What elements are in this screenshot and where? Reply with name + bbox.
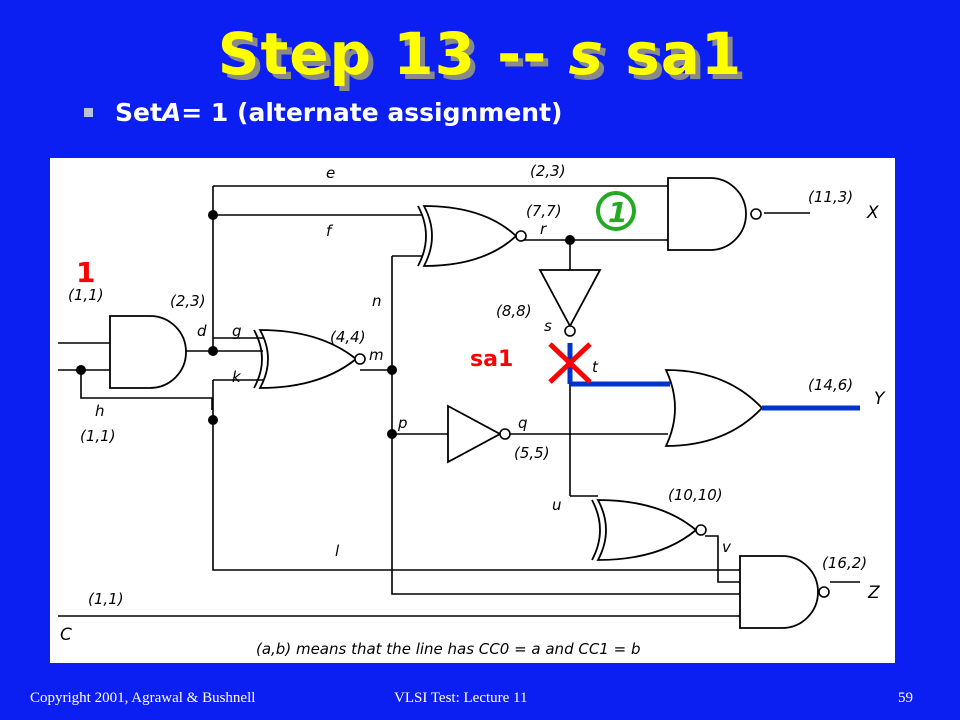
wire-v: [705, 535, 740, 583]
label-d: d: [197, 322, 207, 340]
footer-page-number: 59: [898, 690, 913, 706]
bubble-nand-x: [750, 208, 762, 220]
inverter-q: [447, 404, 502, 464]
bullet-item: Set A = 1 (alternate assignment): [84, 98, 562, 127]
label-l: l: [335, 542, 340, 560]
nor-gate-v-xor-line: [591, 499, 601, 561]
junction-dot: [387, 429, 397, 439]
label-q: q: [518, 414, 528, 432]
cc-s: (8,8): [496, 302, 532, 320]
label-y: Y: [874, 389, 886, 409]
junction-dot: [387, 365, 397, 375]
label-x: X: [866, 203, 879, 223]
cc-x: (11,3): [808, 188, 853, 206]
slide-title: Step 13 -- s sa1: [0, 20, 960, 88]
circuit-figure: A B C h d e f g k l m n p q r s t u v X …: [50, 158, 895, 663]
junction-dots: [76, 210, 575, 439]
label-g: g: [232, 322, 242, 340]
bubble-nor-r: [515, 230, 527, 242]
bubble-nor-m: [354, 353, 366, 365]
label-e: e: [326, 164, 335, 182]
diagram-legend: (a,b) means that the line has CC0 = a an…: [256, 640, 640, 658]
junction-dot: [76, 365, 86, 375]
title-prefix: Step 13 --: [217, 20, 569, 88]
wire-l: [212, 420, 740, 571]
bullet-variable: A: [161, 98, 182, 127]
bullet-text-prefix: Set: [115, 98, 162, 127]
and-gate-d: [109, 315, 187, 389]
label-k: k: [232, 368, 242, 386]
cc-e: (2,3): [530, 162, 566, 180]
nor-gate-v: [596, 499, 698, 561]
cc-b: (1,1): [80, 427, 116, 445]
controllability-labels: (1,1) (1,1) (1,1) (2,3) (2,3) (4,4) (7,7…: [68, 162, 867, 608]
nor-gate-r: [422, 205, 518, 267]
nor-gate-m-xor-line: [253, 329, 263, 389]
cc-v: (10,10): [668, 486, 723, 504]
or-gate-y: [664, 369, 764, 447]
label-t: t: [592, 358, 599, 376]
junction-dot: [208, 210, 218, 220]
footer-lecture: VLSI Test: Lecture 11: [394, 690, 528, 706]
cc-q: (5,5): [514, 444, 550, 462]
title-suffix: sa1: [604, 20, 743, 88]
label-c: C: [60, 625, 72, 645]
inversion-bubbles: [354, 208, 830, 598]
inverter-s: [538, 269, 602, 328]
bubble-not-q: [499, 428, 511, 440]
label-p: p: [397, 414, 408, 432]
junction-dot: [565, 235, 575, 245]
cc-c: (1,1): [88, 590, 124, 608]
cc-r: (7,7): [526, 202, 562, 220]
junction-dot: [208, 346, 218, 356]
bubble-nand-z: [818, 586, 830, 598]
junction-dot: [208, 415, 218, 425]
nor-gate-r-xor-line: [417, 205, 427, 267]
bubble-nor-v: [695, 524, 707, 536]
cc-d: (2,3): [170, 292, 206, 310]
nor-gate-m: [258, 329, 358, 389]
nand-gate-x: [667, 177, 747, 251]
label-r: r: [540, 220, 547, 238]
wire-h: [80, 370, 213, 410]
label-s: s: [544, 317, 552, 335]
title-variable: s: [568, 20, 605, 88]
circuit-diagram: A B C h d e f g k l m n p q r s t u v X …: [58, 162, 886, 658]
nand-gate-z: [739, 555, 819, 629]
label-h: h: [95, 402, 105, 420]
cc-a: (1,1): [68, 286, 104, 304]
label-u: u: [552, 496, 562, 514]
label-v: v: [722, 538, 732, 556]
label-n: n: [372, 292, 382, 310]
input-value-annotation: 1: [76, 256, 95, 289]
net-labels: A B C h d e f g k l m n p q r s t u v X …: [60, 164, 886, 645]
label-z: Z: [867, 583, 880, 603]
fault-cross-stroke: [548, 342, 592, 384]
green-circle-icon: [596, 191, 636, 231]
circled-value-annotation: 1: [608, 196, 627, 229]
cc-y: (14,6): [808, 376, 853, 394]
cc-z: (16,2): [822, 554, 867, 572]
gates: [109, 177, 819, 629]
fault-cross-icon: [548, 342, 592, 384]
label-f: f: [326, 222, 334, 240]
square-bullet-icon: [84, 108, 93, 117]
fault-label: sa1: [470, 347, 513, 372]
bubble-not-s: [564, 325, 576, 337]
cc-m: (4,4): [330, 328, 366, 346]
label-m: m: [369, 346, 384, 364]
footer-copyright: Copyright 2001, Agrawal & Bushnell: [30, 690, 256, 706]
bullet-text-suffix: = 1 (alternate assignment): [181, 98, 563, 127]
